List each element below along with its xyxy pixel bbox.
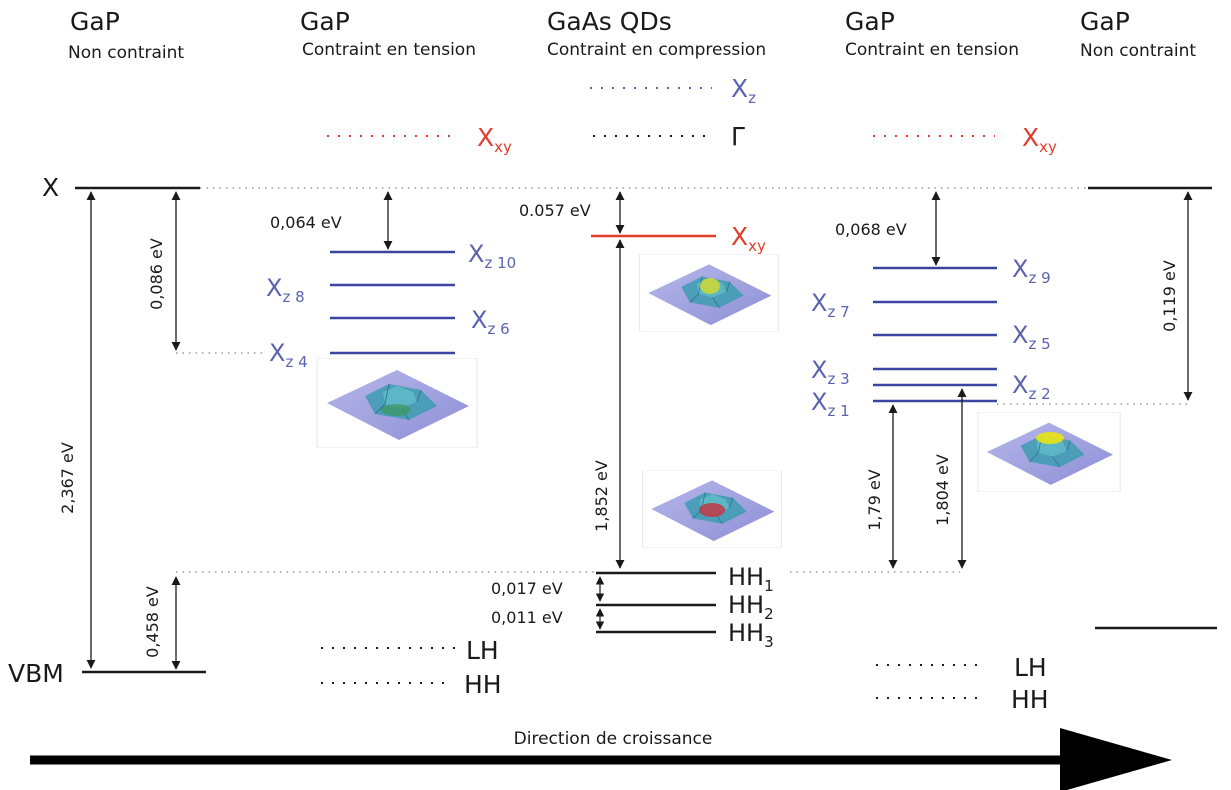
left-xxy-label: Xxy <box>477 123 512 156</box>
gaas-quantum-dots: 0.057 eV Xxy 1,852 eV 0,017 eV 0,011 eV … <box>491 191 960 651</box>
right-offset-label: 0,068 eV <box>835 220 907 239</box>
growth-direction-arrowhead <box>1060 728 1172 790</box>
qd-offset-label: 0.057 eV <box>519 201 591 220</box>
right-wavefunction-image <box>977 412 1121 492</box>
right-unstrained-gap: 0,119 eV <box>1095 191 1217 630</box>
qd-gap-label: 1,852 eV <box>592 460 611 532</box>
right-xz7-label: Xz 7 <box>811 289 850 321</box>
conduction-band-x: X <box>42 173 1212 202</box>
valence-band-max: VBM <box>8 659 206 688</box>
right-strained-gap: 0,068 eV Xz 9 Xz 7 Xz 5 Xz 3 Xz 2 Xz 1 1… <box>811 191 1188 714</box>
right-hh-label: HH <box>1011 685 1049 714</box>
hh23-label: 0,011 eV <box>491 608 563 627</box>
right-xz9-label: Xz 9 <box>1012 255 1051 287</box>
col3-subtitle: Contraint en compression <box>547 40 766 60</box>
right-xz5-label: Xz 5 <box>1012 321 1051 353</box>
x-split-right-label: 0,119 eV <box>1160 260 1179 332</box>
qd-xxy-label: Xxy <box>731 222 766 255</box>
growth-direction: Direction de croissance <box>30 728 1172 790</box>
left-xz4-label: Xz 4 <box>269 339 308 371</box>
left-wavefunction-image <box>316 358 478 448</box>
right-xz3-label: Xz 3 <box>811 356 850 388</box>
left-lh-label: LH <box>466 636 499 665</box>
left-hh-label: HH <box>464 670 502 699</box>
qd-xz-label: Xz <box>731 74 756 107</box>
growth-direction-label: Direction de croissance <box>514 729 713 749</box>
x-level-label: X <box>42 173 59 202</box>
hh2-label: HH2 <box>728 591 774 623</box>
col1-subtitle: Non contraint <box>68 43 184 63</box>
upper-reference-levels: Xz Xxy Γ Xxy <box>327 74 1057 156</box>
left-unstrained-arrows: 2,367 eV 0,086 eV 0,458 eV <box>58 191 595 670</box>
column-headers: GaP Non contraint GaP Contraint en tensi… <box>68 7 1196 63</box>
vb-split-left-label: 0,458 eV <box>143 586 162 658</box>
col2-title: GaP <box>300 7 350 36</box>
hh3-label: HH3 <box>728 619 774 651</box>
right-xxy-label: Xxy <box>1022 123 1057 156</box>
left-offset-label: 0,064 eV <box>270 213 342 232</box>
x-split-left-label: 0,086 eV <box>147 238 166 310</box>
left-xz10-label: Xz 10 <box>468 240 516 272</box>
vbm-label: VBM <box>8 659 64 688</box>
left-strained-gap: 0,064 eV Xz 10 Xz 8 Xz 6 Xz 4 LH HH <box>266 191 516 699</box>
left-xz8-label: Xz 8 <box>266 274 305 306</box>
hh1-label: HH1 <box>728 563 774 595</box>
col4-title: GaP <box>845 7 895 36</box>
qd-hole-wavefunction-image <box>642 470 782 548</box>
right-xz1-label: Xz 1 <box>811 388 850 420</box>
transition-179-label: 1,79 eV <box>865 469 884 531</box>
col5-title: GaP <box>1080 7 1130 36</box>
col4-subtitle: Contraint en tension <box>845 40 1019 60</box>
right-lh-label: LH <box>1014 653 1047 682</box>
left-xz6-label: Xz 6 <box>471 306 510 338</box>
hh12-label: 0,017 eV <box>491 579 563 598</box>
transition-1804-label: 1,804 eV <box>933 454 952 526</box>
col5-subtitle: Non contraint <box>1080 41 1196 61</box>
col1-title: GaP <box>70 7 120 36</box>
qd-electron-wavefunction-image <box>639 254 779 332</box>
gap-2367-label: 2,367 eV <box>58 442 77 514</box>
qd-gamma-label: Γ <box>731 122 745 151</box>
right-xz2-label: Xz 2 <box>1012 371 1051 403</box>
col2-subtitle: Contraint en tension <box>302 40 476 60</box>
col3-title: GaAs QDs <box>547 7 672 36</box>
